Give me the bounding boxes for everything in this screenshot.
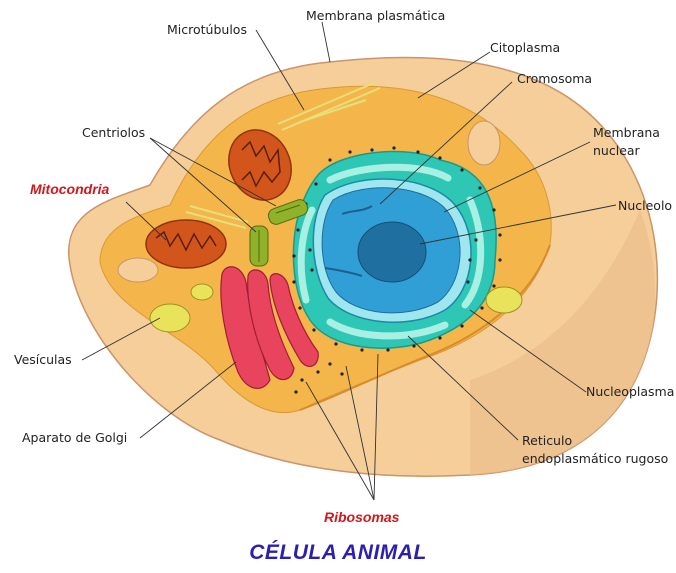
- label-reticulo-2: endoplasmático rugoso: [522, 451, 668, 466]
- label-membrana-nuclear-2: nuclear: [593, 143, 640, 158]
- label-reticulo-1: Reticulo: [522, 433, 572, 448]
- label-centriolos: Centriolos: [82, 125, 145, 140]
- vesicle: [486, 287, 522, 313]
- vesicle: [191, 284, 213, 300]
- membrane-bump: [118, 258, 158, 282]
- label-membrana-nuclear-1: Membrana: [593, 125, 660, 140]
- label-vesiculas: Vesículas: [14, 352, 72, 367]
- centriole: [250, 226, 268, 266]
- label-mitocondria: Mitocondria: [30, 182, 109, 197]
- vesicle: [478, 137, 490, 149]
- label-nucleoplasma: Nucleoplasma: [586, 384, 674, 399]
- label-citoplasma: Citoplasma: [490, 40, 560, 55]
- nucleolus: [358, 222, 426, 282]
- diagram-title: CÉLULA ANIMAL: [0, 541, 676, 565]
- label-ribosomas: Ribosomas: [324, 510, 399, 525]
- label-membrana-plasmatica: Membrana plasmática: [306, 8, 445, 23]
- label-nucleolo: Nucleolo: [618, 198, 672, 213]
- label-aparato-golgi: Aparato de Golgi: [22, 430, 127, 445]
- label-cromosoma: Cromosoma: [517, 71, 592, 86]
- vesicle: [150, 304, 190, 332]
- label-microtubulos: Microtúbulos: [167, 22, 247, 37]
- mitochondrion-lower: [146, 220, 226, 268]
